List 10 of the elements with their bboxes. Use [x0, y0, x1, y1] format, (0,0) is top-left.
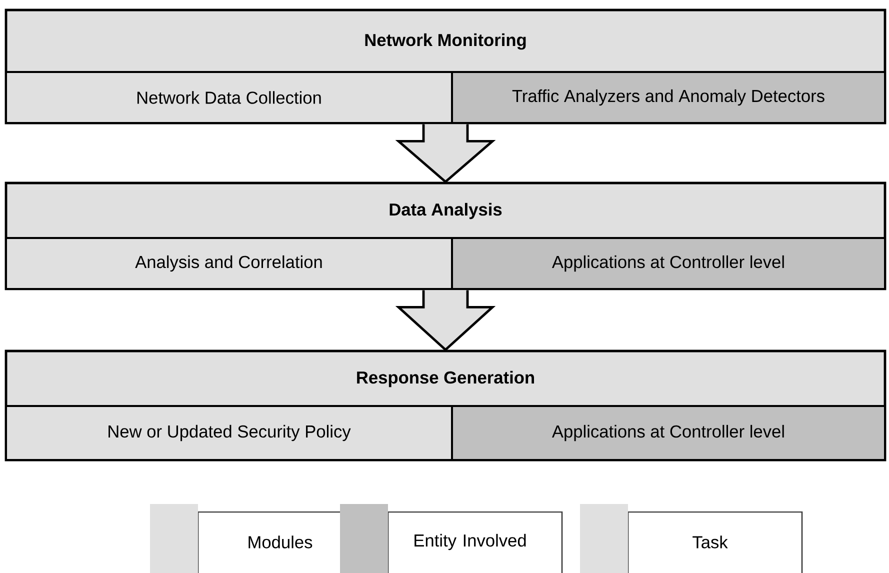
task-cell: Analysis and Correlation [5, 237, 453, 290]
block-arrow [395, 289, 496, 352]
block-arrow [395, 123, 496, 184]
task-cell: Applications at Controller level [451, 237, 886, 290]
task-cell: Applications at Controller level [451, 405, 886, 461]
task-cell: Traffic Analyzers and Anomaly Detectors [451, 71, 886, 124]
legend-box: Entity Involved [387, 511, 563, 573]
task-cell: New or Updated Security Policy [5, 405, 453, 461]
task-cell: Network Data Collection [5, 71, 453, 124]
legend-box: Task [627, 511, 803, 573]
